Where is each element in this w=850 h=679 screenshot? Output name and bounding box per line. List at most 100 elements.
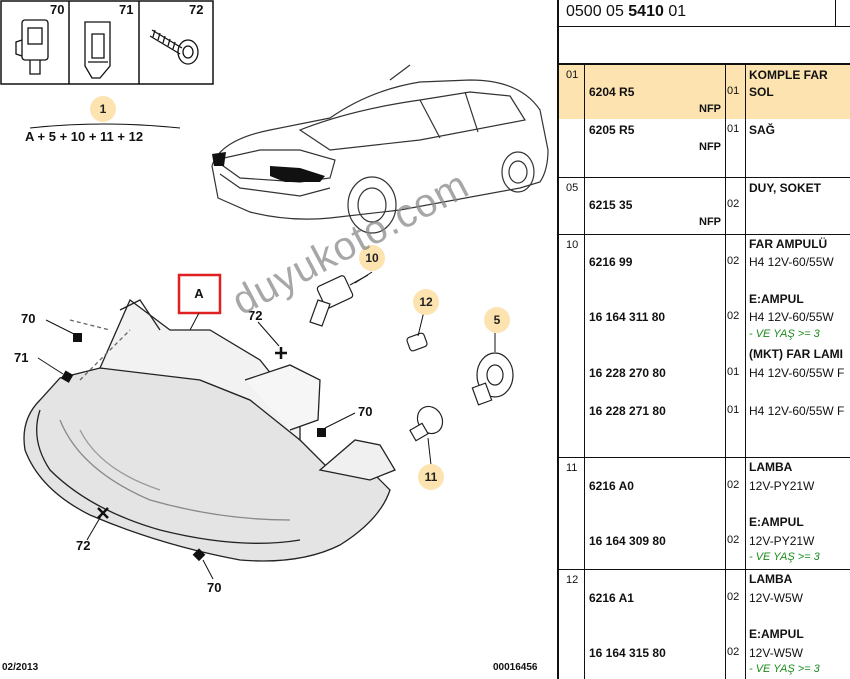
bulb-py21w bbox=[409, 405, 444, 442]
car-headlight-left bbox=[270, 166, 325, 182]
spring-clip-icon bbox=[84, 21, 111, 79]
description: SAĞ bbox=[749, 123, 776, 137]
quantity: 02 bbox=[727, 646, 740, 658]
car-illustration bbox=[211, 64, 549, 234]
clip-marker bbox=[73, 333, 82, 342]
part-ref[interactable]: 16 164 309 80 bbox=[589, 534, 666, 548]
section-number: 12 bbox=[566, 574, 579, 586]
catalog-code-group: 5410 bbox=[628, 3, 664, 20]
part-ref[interactable]: 16 228 270 80 bbox=[589, 366, 666, 380]
section-number: 10 bbox=[566, 239, 579, 251]
clip-marker bbox=[192, 548, 206, 562]
bulb-h4 bbox=[309, 274, 369, 327]
description-title: (MKT) FAR LAMI bbox=[749, 347, 843, 361]
parts-section-05: 05 6215 35 NFP 02 DUY, SOKET bbox=[559, 178, 850, 235]
description: 12V-PY21W bbox=[749, 479, 815, 493]
catalog-code-suffix: 01 bbox=[663, 3, 687, 20]
callout-bubble-10: 10 bbox=[365, 251, 379, 265]
part-ref[interactable]: 16 228 271 80 bbox=[589, 404, 666, 418]
quantity: 02 bbox=[727, 591, 740, 603]
part-ref[interactable]: 16 164 311 80 bbox=[589, 310, 666, 324]
group-marker-a: A bbox=[177, 273, 222, 331]
catalog-code-prefix: 0500 05 bbox=[566, 3, 629, 20]
part-ref[interactable]: 6205 R5 bbox=[589, 123, 635, 137]
footer-date: 02/2013 bbox=[2, 662, 39, 673]
car-headlight-right bbox=[212, 152, 226, 166]
quantity: 01 bbox=[727, 85, 740, 97]
part-ref[interactable]: 6216 99 bbox=[589, 255, 633, 269]
description-title: E:AMPUL bbox=[749, 515, 804, 529]
quantity: 01 bbox=[727, 123, 740, 135]
nfp-flag: NFP bbox=[699, 216, 721, 228]
description: 12V-PY21W bbox=[749, 534, 815, 548]
section-number: 11 bbox=[566, 462, 578, 474]
assembly-ref-number: 1 bbox=[100, 102, 107, 116]
callout-70: 70 bbox=[21, 311, 35, 326]
exploded-diagram: 70 71 72 bbox=[0, 0, 549, 595]
quantity: 02 bbox=[727, 534, 740, 546]
section-number: 01 bbox=[566, 69, 579, 81]
applicability-note: - VE YAŞ >= 3 bbox=[749, 663, 820, 675]
parts-list-panel: 0500 05 5410 01 01 6204 R5 NFP 01 KOMPLE… bbox=[557, 0, 850, 679]
catalog-code: 0500 05 5410 01 bbox=[566, 3, 686, 21]
applicability-note: - VE YAŞ >= 3 bbox=[749, 328, 820, 340]
leader-lines bbox=[37, 271, 496, 580]
callout-70: 70 bbox=[207, 580, 221, 595]
description-title: FAR AMPULÜ bbox=[749, 237, 828, 251]
assembly-formula: A + 5 + 10 + 11 + 12 bbox=[25, 129, 143, 144]
quantity: 01 bbox=[727, 366, 740, 378]
description: DUY, SOKET bbox=[749, 181, 822, 195]
description: H4 12V-60/55W F bbox=[749, 366, 845, 380]
quantity: 02 bbox=[727, 310, 740, 322]
callout-bubble-11: 11 bbox=[425, 470, 438, 484]
description-title: E:AMPUL bbox=[749, 627, 804, 641]
nfp-flag: NFP bbox=[699, 141, 721, 153]
quantity: 01 bbox=[727, 404, 740, 416]
part-ref[interactable]: 6204 R5 bbox=[589, 85, 635, 99]
panel-header: 0500 05 5410 01 bbox=[559, 0, 850, 27]
screw-marker bbox=[97, 507, 109, 519]
quantity: 02 bbox=[727, 479, 740, 491]
thumb-label-71: 71 bbox=[119, 2, 133, 17]
callout-72: 72 bbox=[248, 308, 262, 323]
thumb-label-72: 72 bbox=[189, 2, 203, 17]
parts-section-12: 12 LAMBA 6216 A1 02 12V-W5W E:AMPUL 16 1… bbox=[559, 570, 850, 679]
headlamp-assembly bbox=[23, 298, 396, 562]
panel-subheader bbox=[559, 27, 850, 65]
screw-icon bbox=[149, 29, 199, 65]
nfp-flag: NFP bbox=[699, 103, 721, 115]
part-ref[interactable]: 6216 A0 bbox=[589, 479, 634, 493]
callout-71: 71 bbox=[14, 350, 28, 365]
thumb-label-70: 70 bbox=[50, 2, 64, 17]
description: H4 12V-60/55W F bbox=[749, 404, 845, 418]
description-title: E:AMPUL bbox=[749, 292, 804, 306]
clip-icon bbox=[15, 19, 49, 75]
group-label: A bbox=[194, 286, 204, 301]
screw-marker bbox=[275, 347, 287, 359]
assembly-reference: 1 A + 5 + 10 + 11 + 12 bbox=[25, 96, 181, 144]
part-ref[interactable]: 6215 35 bbox=[589, 198, 633, 212]
description: H4 12V-60/55W bbox=[749, 255, 834, 269]
description-title: LAMBA bbox=[749, 460, 793, 474]
clip-marker bbox=[317, 428, 326, 437]
footer-reference: 00016456 bbox=[493, 662, 538, 673]
part-ref[interactable]: 6216 A1 bbox=[589, 591, 634, 605]
thumbnail-strip: 70 71 72 bbox=[0, 0, 214, 85]
description-title: LAMBA bbox=[749, 572, 793, 586]
description: KOMPLE FAR bbox=[749, 68, 828, 82]
highlighted-row bbox=[559, 65, 850, 119]
quantity: 02 bbox=[727, 198, 740, 210]
description: H4 12V-60/55W bbox=[749, 310, 834, 324]
description: 12V-W5W bbox=[749, 591, 804, 605]
description: 12V-W5W bbox=[749, 646, 804, 660]
section-number: 05 bbox=[566, 182, 579, 194]
quantity: 02 bbox=[727, 255, 740, 267]
parts-section-10: 10 FAR AMPULÜ 6216 99 02 H4 12V-60/55W E… bbox=[559, 235, 850, 458]
applicability-note: - VE YAŞ >= 3 bbox=[749, 551, 820, 563]
clip-marker bbox=[61, 370, 74, 383]
callout-70: 70 bbox=[358, 404, 372, 419]
part-ref[interactable]: 16 164 315 80 bbox=[589, 646, 666, 660]
bulb-w5w bbox=[406, 332, 428, 352]
bulb-socket bbox=[471, 352, 514, 406]
